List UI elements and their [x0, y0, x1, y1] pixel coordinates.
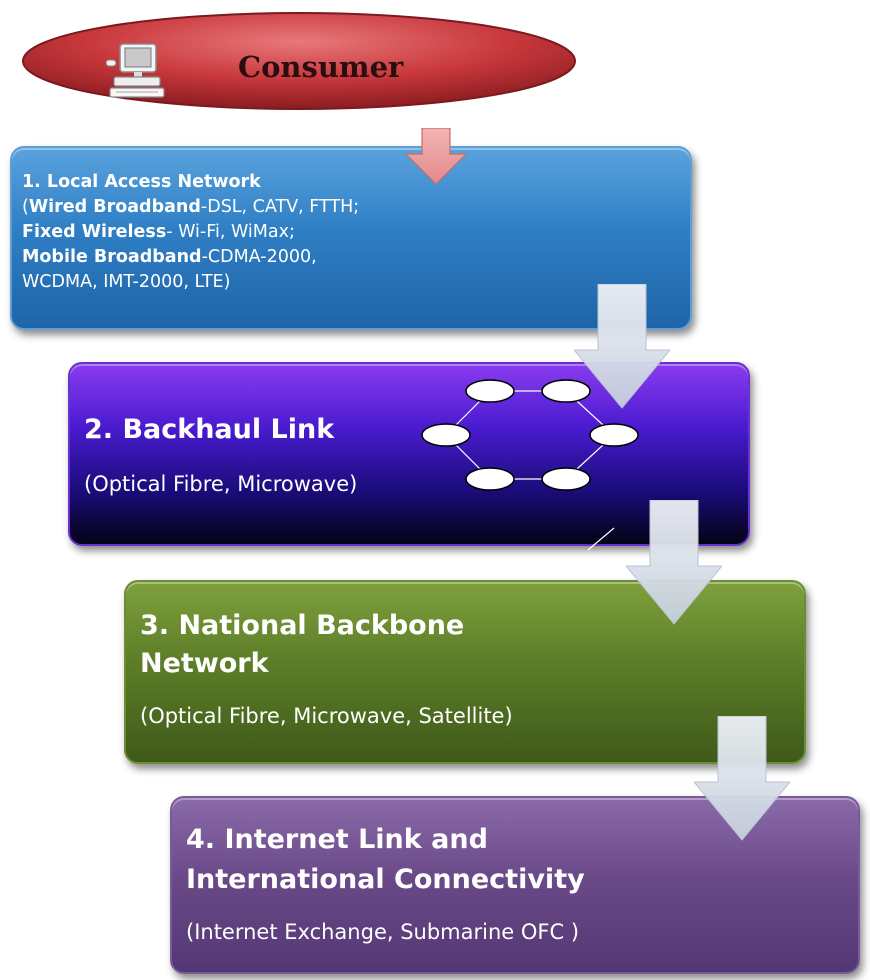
- mobile-broadband-label: Mobile Broadband: [22, 247, 202, 267]
- down-arrow-icon: [694, 716, 790, 841]
- local-access-network-box: 1. Local Access Network (Wired Broadband…: [10, 146, 692, 330]
- national-backbone-title-line1: 3. National Backbone: [140, 610, 465, 641]
- national-backbone-subtitle: (Optical Fibre, Microwave, Satellite): [140, 704, 513, 728]
- local-access-network-line-1: (Wired Broadband-DSL, CATV, FTTH;: [22, 195, 690, 220]
- computer-icon: [106, 43, 165, 98]
- local-access-network-line-2: Fixed Wireless- Wi-Fi, WiMax;: [22, 220, 690, 245]
- down-arrow-icon: [574, 284, 670, 409]
- network-node: [541, 467, 591, 491]
- local-access-network-line-4: WCDMA, IMT-2000, LTE): [22, 270, 690, 295]
- backhaul-link-title: 2. Backhaul Link: [84, 414, 335, 445]
- text-part: WCDMA, IMT-2000, LTE): [22, 272, 231, 292]
- backhaul-link-subtitle: (Optical Fibre, Microwave): [84, 472, 358, 496]
- internet-link-title-line2: International Connectivity: [186, 864, 585, 895]
- down-arrow-icon: [626, 500, 722, 625]
- network-node: [465, 467, 515, 491]
- consumer-node: Consumer: [20, 10, 578, 112]
- wired-broadband-label: Wired Broadband: [28, 197, 201, 217]
- network-node: [589, 423, 639, 447]
- connector-line: [587, 527, 615, 551]
- network-node: [465, 379, 515, 403]
- down-arrow-icon: [404, 128, 468, 185]
- internet-link-title-line1: 4. Internet Link and: [186, 824, 488, 855]
- local-access-network-line-3: Mobile Broadband-CDMA-2000,: [22, 245, 690, 270]
- text-part: -CDMA-2000,: [201, 247, 317, 267]
- text-part: - Wi-Fi, WiMax;: [166, 222, 295, 242]
- internet-link-subtitle: (Internet Exchange, Submarine OFC ): [186, 920, 580, 944]
- network-ring-diagram: [421, 379, 639, 491]
- consumer-label: Consumer: [238, 50, 404, 84]
- local-access-network-title: 1. Local Access Network: [22, 172, 261, 192]
- national-backbone-box: 3. National Backbone Network (Optical Fi…: [124, 580, 806, 764]
- network-node: [421, 423, 471, 447]
- consumer-ellipse: [22, 12, 576, 110]
- text-part: (: [22, 197, 29, 217]
- backhaul-link-box: 2. Backhaul Link (Optical Fibre, Microwa…: [68, 362, 750, 546]
- national-backbone-title-line2: Network: [140, 648, 269, 679]
- fixed-wireless-label: Fixed Wireless: [22, 222, 167, 242]
- text-part: -DSL, CATV, FTTH;: [200, 197, 360, 217]
- network-node: [541, 379, 591, 403]
